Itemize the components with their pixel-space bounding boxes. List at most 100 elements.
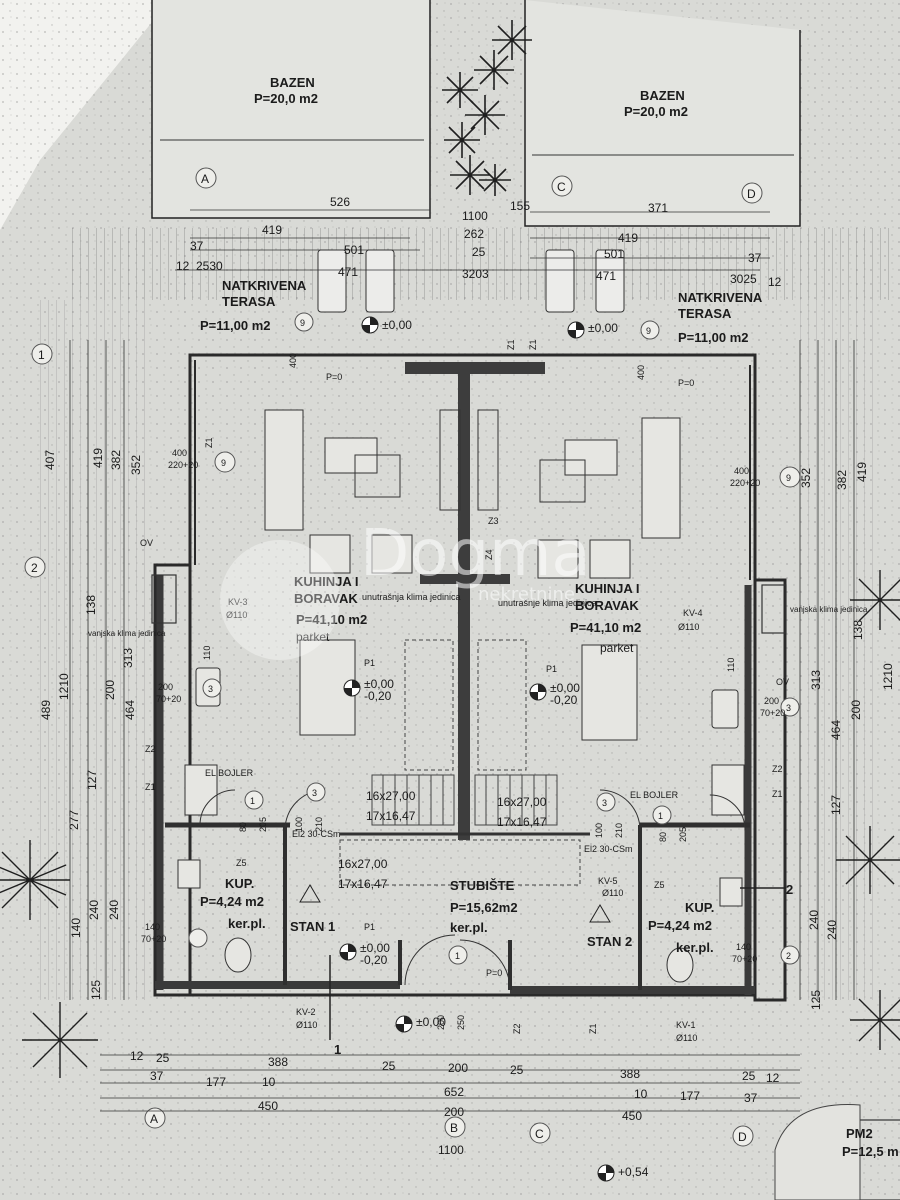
svg-text:138: 138: [84, 595, 98, 615]
svg-text:P1: P1: [546, 664, 557, 674]
svg-text:9: 9: [786, 473, 791, 483]
dimension-texts-right: 419 382 352 138 1210 313 200 464 127 240…: [799, 462, 895, 1010]
svg-text:12: 12: [768, 275, 782, 289]
svg-text:17x16,47: 17x16,47: [366, 809, 416, 823]
svg-text:12: 12: [766, 1071, 780, 1085]
svg-text:419: 419: [618, 231, 638, 245]
svg-text:17x16,47: 17x16,47: [338, 877, 388, 891]
room-labels: KUHINJA I BORAVAK P=41,10 m2 parket KUHI…: [88, 574, 868, 955]
svg-text:127: 127: [829, 795, 843, 815]
grid-axes: [24, 167, 801, 1147]
svg-text:240: 240: [825, 920, 839, 940]
svg-text:-0,20: -0,20: [360, 953, 388, 967]
indoor-unit-right: unutrašnje klima jedinica: [498, 598, 597, 608]
svg-text:1: 1: [658, 811, 663, 821]
svg-text:NATKRIVENA: NATKRIVENA: [222, 278, 307, 293]
svg-text:KV-5: KV-5: [598, 876, 618, 886]
pool-left-name: BAZEN: [270, 75, 315, 90]
pool-left-area: P=20,0 m2: [254, 91, 318, 106]
svg-text:Z1: Z1: [588, 1023, 598, 1034]
svg-text:1210: 1210: [881, 663, 895, 690]
svg-text:TERASA: TERASA: [678, 306, 732, 321]
svg-text:17x16,47: 17x16,47: [497, 815, 547, 829]
outdoor-unit-left: vanjska klima jedinica: [88, 629, 166, 638]
svg-text:D: D: [747, 187, 756, 201]
svg-text:Z5: Z5: [654, 880, 665, 890]
svg-text:110: 110: [202, 646, 212, 660]
svg-text:313: 313: [809, 670, 823, 690]
svg-text:±0,00: ±0,00: [588, 321, 618, 335]
svg-text:155: 155: [510, 199, 530, 213]
svg-text:80: 80: [238, 822, 248, 832]
svg-text:KV-2: KV-2: [296, 1007, 316, 1017]
svg-text:388: 388: [620, 1067, 640, 1081]
dimension-texts-interior: 400 220+20 400 220+20 200 70+20 200 70+2…: [141, 448, 785, 1030]
svg-text:277: 277: [67, 810, 81, 830]
svg-text:2: 2: [786, 951, 791, 961]
svg-text:1210: 1210: [57, 673, 71, 700]
room-left-area: P=41,10 m2: [296, 612, 367, 627]
grid-axis-labels: A C D A B C D 1 2 9 9 9 9 3 3 2 1 3 3 1 …: [31, 172, 791, 1144]
bath-left-floor: ker.pl.: [228, 916, 266, 931]
svg-text:388: 388: [268, 1055, 288, 1069]
svg-text:A: A: [201, 172, 209, 186]
furniture-right: [477, 409, 745, 983]
dimension-texts-top: 526 1100 155 371 419 262 419 37 37 501 5…: [176, 195, 782, 289]
svg-text:2: 2: [786, 882, 793, 897]
svg-text:200: 200: [764, 696, 779, 706]
svg-text:70+20: 70+20: [156, 694, 181, 704]
svg-text:407: 407: [43, 450, 57, 470]
svg-text:3203: 3203: [462, 267, 489, 281]
svg-text:3: 3: [208, 684, 213, 694]
svg-text:1: 1: [250, 796, 255, 806]
svg-text:KV-1: KV-1: [676, 1020, 696, 1030]
parking-space: PM2 P=12,5 m: [774, 1104, 900, 1200]
svg-text:TERASA: TERASA: [222, 294, 276, 309]
room-right-title2: BORAVAK: [575, 598, 639, 613]
furniture-left: [177, 409, 461, 973]
staircase: [339, 639, 581, 886]
bath-right-area: P=4,24 m2: [648, 918, 712, 933]
svg-text:200: 200: [158, 682, 173, 692]
svg-text:Dogma: Dogma: [360, 517, 591, 591]
svg-text:464: 464: [123, 700, 137, 720]
svg-text:±0,00: ±0,00: [360, 941, 390, 955]
room-right-area: P=41,10 m2: [570, 620, 641, 635]
svg-text:Z1: Z1: [528, 339, 538, 350]
terrace-right-label: NATKRIVENA TERASA P=11,00 m2: [678, 290, 763, 345]
svg-text:80: 80: [658, 832, 668, 842]
bath-left-area: P=4,24 m2: [200, 894, 264, 909]
svg-text:C: C: [557, 180, 566, 194]
svg-text:400: 400: [734, 466, 749, 476]
svg-text:1: 1: [334, 1042, 341, 1057]
building-walls: [153, 353, 787, 1002]
svg-text:Ø110: Ø110: [676, 1033, 697, 1043]
svg-text:OV: OV: [140, 538, 153, 548]
svg-text:9: 9: [221, 458, 226, 468]
svg-text:419: 419: [262, 223, 282, 237]
svg-text:NATKRIVENA: NATKRIVENA: [678, 290, 763, 305]
room-left-title1: KUHINJA I: [294, 574, 359, 589]
svg-text:3: 3: [602, 798, 607, 808]
svg-text:Ø110: Ø110: [226, 610, 247, 620]
svg-text:240: 240: [87, 900, 101, 920]
svg-text:37: 37: [744, 1091, 758, 1105]
svg-text:±0,00: ±0,00: [382, 318, 412, 332]
palm-trees: [442, 20, 532, 196]
svg-text:220+20: 220+20: [730, 478, 760, 488]
svg-text:2530: 2530: [196, 259, 223, 273]
section-marks: 1 2: [299, 882, 793, 1057]
svg-text:+0,54: +0,54: [618, 1165, 649, 1179]
svg-text:464: 464: [829, 720, 843, 740]
bath-left-name: KUP.: [225, 876, 254, 891]
svg-text:P=11,00 m2: P=11,00 m2: [200, 318, 270, 333]
svg-text:1: 1: [455, 951, 460, 961]
svg-text:3025: 3025: [730, 272, 757, 286]
party-wall: [340, 362, 590, 840]
svg-text:352: 352: [129, 455, 143, 475]
svg-text:127: 127: [85, 770, 99, 790]
svg-text:220+20: 220+20: [168, 460, 198, 470]
svg-text:Ø110: Ø110: [678, 622, 699, 632]
svg-text:37: 37: [748, 251, 762, 265]
